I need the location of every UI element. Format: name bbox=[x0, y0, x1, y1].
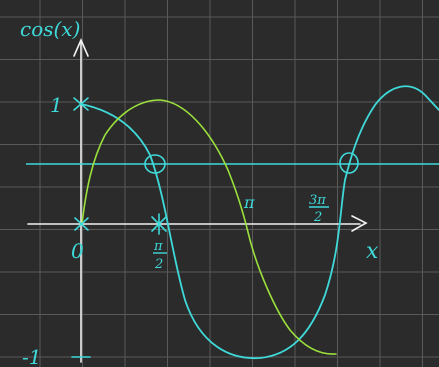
cos-curve bbox=[80, 85, 439, 360]
pi-label: π bbox=[243, 193, 255, 212]
y-one-tick-b bbox=[73, 97, 89, 111]
intersection-circle-2 bbox=[339, 152, 359, 174]
axes bbox=[27, 38, 368, 363]
three-pi-over-2-denominator: 2 bbox=[313, 210, 322, 225]
intersection-circle-1 bbox=[144, 154, 166, 174]
pi-over-2-numerator: π bbox=[153, 239, 163, 254]
origin-mark-b bbox=[74, 217, 89, 231]
pi-over-2-denominator: 2 bbox=[154, 257, 163, 272]
labels: cos(x) 1 -1 0 π 2 π 3π 2 x bbox=[20, 17, 379, 367]
sin-curve bbox=[81, 99, 337, 355]
y-one-label: 1 bbox=[50, 93, 63, 117]
marks bbox=[71, 97, 359, 358]
origin-label: 0 bbox=[71, 239, 84, 263]
y-minus-one-label: -1 bbox=[22, 345, 41, 367]
y-axis-arrow bbox=[73, 38, 89, 57]
three-pi-over-2-numerator: 3π bbox=[309, 193, 326, 208]
x-axis-arrow bbox=[351, 215, 368, 232]
x-axis-label: x bbox=[366, 239, 379, 264]
function-label: cos(x) bbox=[20, 17, 80, 41]
